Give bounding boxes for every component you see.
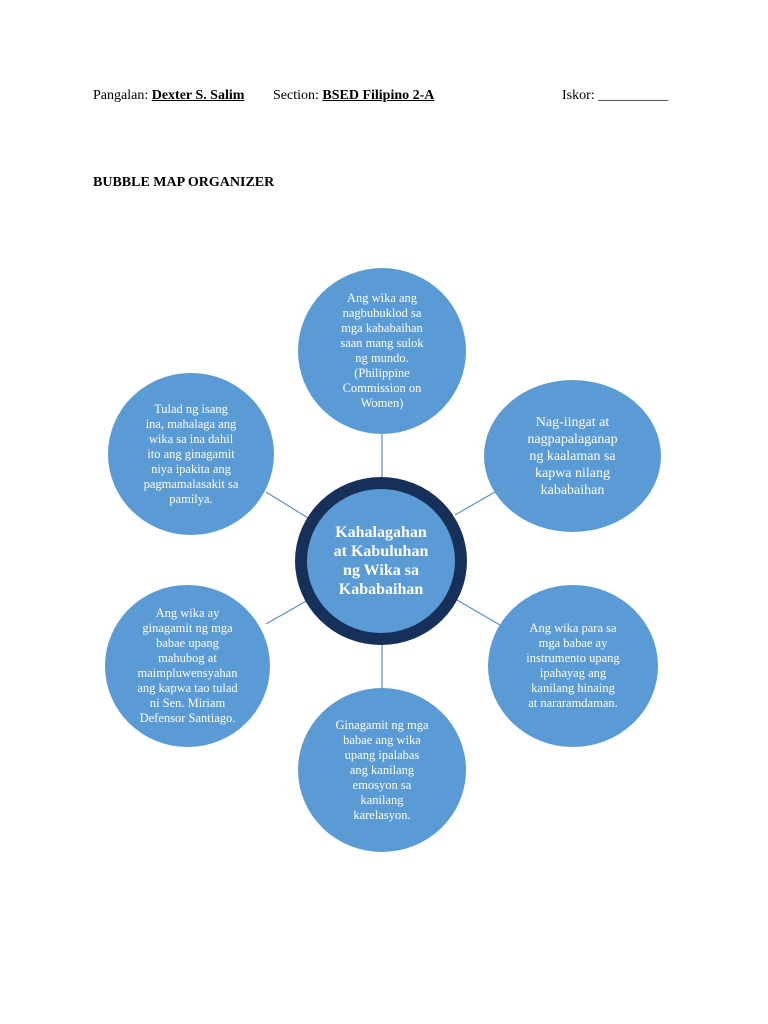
bubble-lower-right-line: kanilang hinaing [531,681,615,695]
bubble-upper-left-line: Tulad ng isang [154,401,228,416]
bubble-top-text: Ang wika ang nagbubuklod sa mga kababaih… [340,291,423,411]
bubble-upper-left-line: pagmamalasakit sa [143,476,239,491]
bubble-bottom-line: Ginagamit ng mga [335,717,429,732]
bubble-upper-left: Tulad ng isang ina, mahalaga ang wika sa… [108,373,274,535]
center-bubble: Kahalagahan at Kabuluhan ng Wika sa Kaba… [307,489,455,633]
bubble-lower-left: Ang wika ay ginagamit ng mga babae upang… [105,585,270,747]
connector-upper-left [265,491,309,519]
bubble-lower-right: Ang wika para sa mga babae ay instrument… [488,585,658,747]
center-line: Kababaihan [338,581,424,598]
section-field: Section: BSED Filipino 2-A [273,88,434,104]
bubble-bottom-line: karelasyon. [353,807,411,822]
bubble-lower-left-text: Ang wika ay ginagamit ng mga babae upang… [137,606,237,726]
bubble-lower-right-text: Ang wika para sa mga babae ay instrument… [526,621,619,711]
bubble-lower-left-line: ni Sen. Miriam [149,696,226,710]
bubble-bottom-line: kanilang [360,792,404,807]
bubble-bottom-line: ang kanilang [349,762,415,777]
connector-lower-left [265,599,309,625]
bubble-upper-right-line: kababaihan [540,482,605,498]
bubble-top-line: nagbubuklod sa [342,306,422,320]
bubble-lower-left-line: maimpluwensyahan [137,666,238,680]
bubble-lower-left-line: ang kapwa tao tulad [137,681,238,695]
bubble-lower-right-line: instrumento upang [526,651,620,665]
center-line: Kahalagahan [335,524,427,541]
bubble-lower-right-line: Ang wika para sa [529,621,617,635]
bubble-upper-left-line: pamilya. [169,491,213,506]
bubble-upper-left-line: ina, mahalaga ang [145,416,237,431]
bubble-top-line: Women) [360,396,404,410]
bubble-upper-right: Nag-iingat at nagpapalaganap ng kaalaman… [484,380,661,532]
center-line: ng Wika sa [343,562,419,579]
bubble-upper-left-line: niya ipakita ang [151,461,231,476]
bubble-upper-right-line: ng kaalaman sa [529,448,616,464]
bubble-upper-left-line: wika sa ina dahil [148,431,234,446]
bubble-upper-right-line: kapwa nilang [534,465,611,481]
center-line: at Kabuluhan [333,543,429,560]
bubble-bottom-line: babae ang wika [343,732,421,747]
page-title: BUBBLE MAP ORGANIZER [93,175,275,190]
score-blank: __________ [598,88,669,103]
score-field: Iskor: __________ [562,88,668,104]
bubble-upper-right-line: Nag-iingat at [535,414,610,430]
connector-lower-right [456,599,501,626]
bubble-lower-left-line: mahubog at [158,651,217,665]
bubble-upper-left-line: ito ang ginagamit [147,446,235,461]
bubble-top-line: ng mundo. [355,351,409,365]
bubble-bottom-line: emosyon sa [352,777,412,792]
name-label: Pangalan: [93,88,149,103]
bubble-lower-left-line: ginagamit ng mga [142,621,233,635]
bubble-lower-right-line: mga babae ay [538,636,608,650]
section-value: BSED Filipino 2-A [322,88,435,103]
bubble-lower-right-line: at nararamdaman. [528,696,618,710]
bubble-lower-left-line: Ang wika ay [155,606,220,620]
section-label: Section: [273,88,319,103]
name-field: Pangalan: Dexter S. Salim [93,88,244,104]
bubble-lower-right-line: ipahayag ang [539,666,607,680]
bubble-bottom-line: upang ipalabas [344,747,420,762]
bubble-lower-left-line: Defensor Santiago. [139,711,236,725]
bubble-upper-right-text: Nag-iingat at nagpapalaganap ng kaalaman… [527,414,617,499]
name-value: Dexter S. Salim [151,88,245,103]
bubble-top: Ang wika ang nagbubuklod sa mga kababaih… [298,268,466,434]
score-label: Iskor: [562,88,595,103]
bubble-top-line: Commission on [342,381,422,395]
bubble-top-line: saan mang sulok [340,336,424,350]
center-bubble-ring: Kahalagahan at Kabuluhan ng Wika sa Kaba… [295,477,467,645]
bubble-bottom-text: Ginagamit ng mga babae ang wika upang ip… [335,718,428,823]
header-line: Pangalan: Dexter S. Salim Section: BSED … [93,88,683,108]
bubble-top-line: Ang wika ang [346,291,418,305]
bubble-bottom: Ginagamit ng mga babae ang wika upang ip… [298,688,466,852]
bubble-lower-left-line: babae upang [156,636,219,650]
bubble-top-line: (Philippine [354,366,410,380]
bubble-upper-right-line: nagpapalaganap [527,431,618,447]
connector-upper-right [454,491,496,516]
bubble-upper-left-text: Tulad ng isang ina, mahalaga ang wika sa… [144,402,239,507]
bubble-top-line: mga kababaihan [341,321,423,335]
